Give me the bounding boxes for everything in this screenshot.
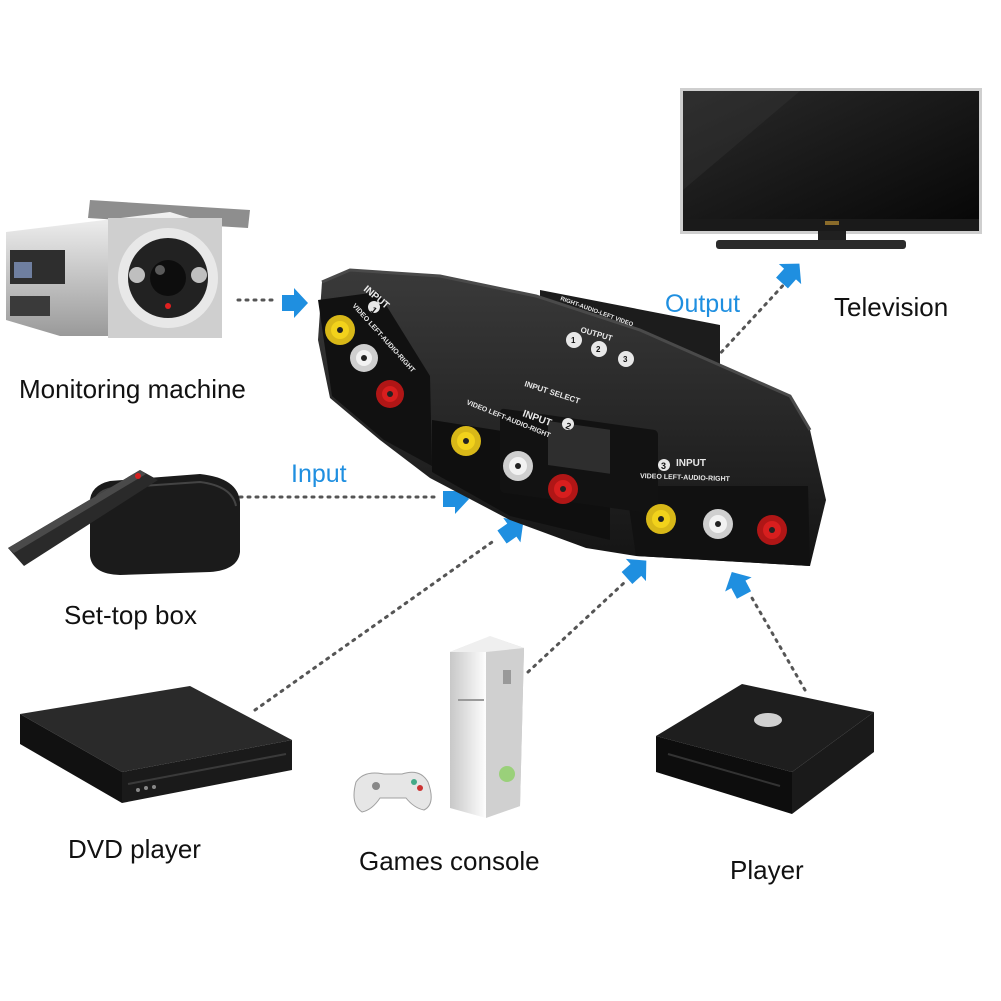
set-top-box-label: Set-top box — [64, 600, 197, 630]
player-label: Player — [730, 855, 804, 885]
monitoring-machine-label: Monitoring machine — [19, 374, 246, 404]
arrow-player — [718, 565, 758, 603]
input-flow-label: Input — [291, 460, 347, 488]
line-player-to-switch — [750, 596, 807, 692]
set-top-box-icon — [8, 470, 240, 575]
output-number-1: 1 — [571, 336, 576, 345]
input-1-number: 1 — [369, 305, 379, 316]
television-icon — [680, 88, 982, 249]
media-player-icon — [656, 684, 874, 814]
games-console-icon — [353, 636, 524, 818]
connection-lines — [230, 278, 807, 712]
input-3-sublabel: VIDEO LEFT-AUDIO-RIGHT — [640, 473, 731, 483]
television-label: Television — [834, 292, 949, 322]
line-console-to-switch — [526, 580, 627, 674]
input-3-label: INPUT — [676, 458, 706, 469]
output-flow-label: Output — [665, 290, 741, 318]
arrow-tv — [770, 253, 811, 294]
dvd-player-icon — [20, 686, 292, 803]
dvd-player-label: DVD player — [68, 834, 201, 864]
arrow-monitoring — [282, 288, 308, 318]
line-switch-to-tv — [714, 278, 790, 360]
input-3-number: 3 — [661, 461, 666, 471]
av-switch-body: INPUT 1 VIDEO LEFT-AUDIO-RIGHT INPUT 2 V… — [318, 268, 826, 566]
output-number-2: 2 — [596, 345, 601, 354]
line-dvd-to-switch — [253, 538, 497, 712]
input-2-number: 2 — [564, 420, 572, 431]
games-console-label: Games console — [359, 846, 540, 876]
output-number-3: 3 — [623, 355, 628, 364]
security-camera-icon — [6, 200, 250, 338]
